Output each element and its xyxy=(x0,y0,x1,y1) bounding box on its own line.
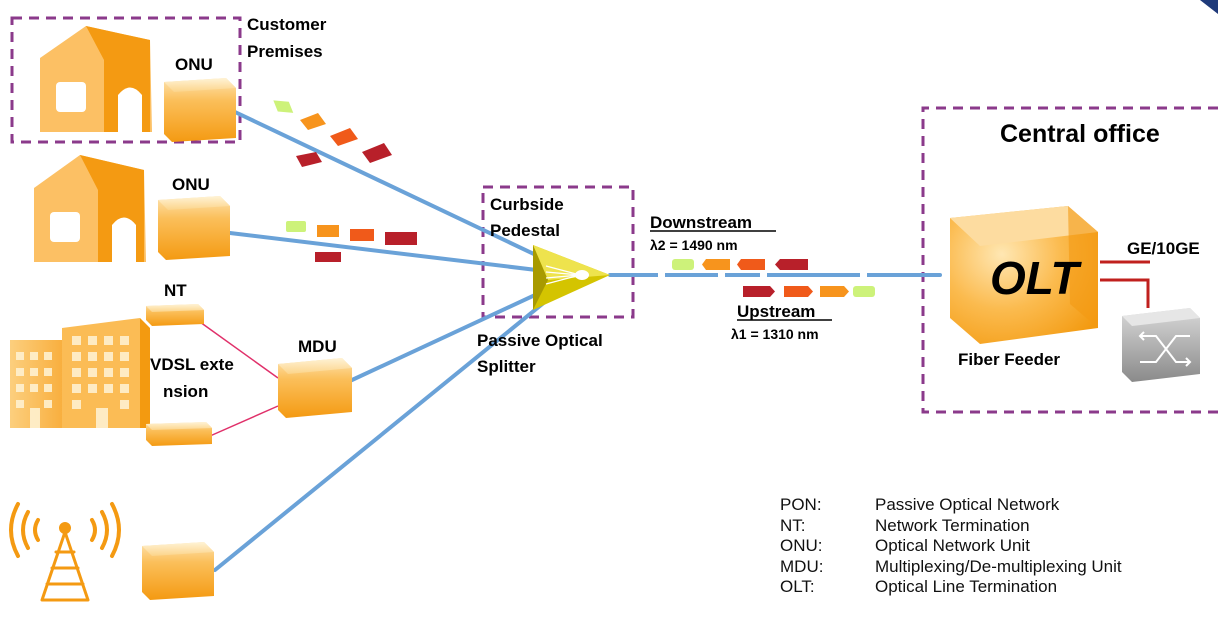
onu-device-icon xyxy=(142,542,214,600)
onu-label: ONU xyxy=(175,55,213,74)
house-icon xyxy=(34,155,146,262)
packet-orange xyxy=(300,113,326,130)
legend-desc: Multiplexing/De-multiplexing Unit xyxy=(875,556,1122,576)
packet-green xyxy=(273,100,294,113)
packet-red-orange xyxy=(737,259,765,270)
legend-abbr: NT: xyxy=(780,515,806,535)
house-icon xyxy=(40,26,152,132)
packet-red-orange xyxy=(350,229,374,241)
signal-packets-feeder xyxy=(672,259,875,297)
switch-icon xyxy=(1122,308,1200,382)
corner-mark-icon xyxy=(1200,0,1218,14)
customer-premises-label: Customer xyxy=(247,15,327,34)
curbside-pedestal-box xyxy=(481,185,635,319)
curbside-pedestal-label: Pedestal xyxy=(490,221,560,240)
nt-device-icon xyxy=(146,422,212,446)
cell-tower-icon xyxy=(9,502,121,602)
customer-premises-label: Premises xyxy=(247,42,323,61)
upstream-wavelength-label: λ1 = 1310 nm xyxy=(731,326,819,342)
packet-green-up xyxy=(853,286,875,297)
packet-upstream-red xyxy=(315,252,341,262)
fiber-links xyxy=(213,110,942,572)
legend-abbr: PON: xyxy=(780,495,822,514)
downstream-wavelength-label: λ2 = 1490 nm xyxy=(650,237,738,253)
customer-premises-box xyxy=(10,16,242,144)
packet-red-orange-up xyxy=(784,286,813,297)
packet-orange xyxy=(317,225,339,237)
legend-row: NT: Network Termination xyxy=(780,516,1122,537)
splitter-label: Passive Optical xyxy=(477,331,603,350)
central-office-label: Central office xyxy=(1000,120,1160,148)
packet-dark-red-up xyxy=(743,286,775,297)
packet-green xyxy=(286,221,306,232)
nt-device-icon xyxy=(146,304,204,326)
packet-orange xyxy=(702,259,730,270)
uplink-lines xyxy=(1100,260,1150,308)
fiber-cell-site xyxy=(213,273,580,572)
legend: PON: Passive Optical Network NT: Network T… xyxy=(780,495,1122,598)
mdu-label: MDU xyxy=(298,337,337,356)
mdu-device-icon xyxy=(278,358,352,418)
splitter-label: Splitter xyxy=(477,357,536,376)
legend-desc: Passive Optical Network xyxy=(875,495,1060,514)
onu-device-icon xyxy=(164,78,236,142)
downstream-label: Downstream xyxy=(650,213,752,232)
legend-row: OLT: Optical Line Termination xyxy=(780,577,1122,598)
packet-dark-red xyxy=(775,259,808,270)
uplink-label: GE/10GE xyxy=(1127,239,1200,258)
packet-orange-up xyxy=(820,286,849,297)
legend-row: ONU: Optical Network Unit xyxy=(780,536,1122,557)
onu-device-icon xyxy=(158,196,230,260)
nt-label: NT xyxy=(164,281,187,300)
legend-abbr: ONU: xyxy=(780,536,823,555)
legend-row: PON: Passive Optical Network xyxy=(780,495,1122,516)
packet-dark-red xyxy=(362,143,392,163)
packet-red-orange xyxy=(330,128,358,146)
upstream-label: Upstream xyxy=(737,302,815,321)
splitter-icon xyxy=(533,245,610,310)
legend-abbr: MDU: xyxy=(780,556,824,576)
fiber-onu1 xyxy=(233,110,580,277)
packet-upstream-red xyxy=(296,152,322,167)
olt-device-icon xyxy=(950,206,1098,344)
vdsl-extension-label: VDSL exte xyxy=(150,355,234,374)
signal-packets-branch1 xyxy=(273,100,392,167)
legend-desc: Network Termination xyxy=(875,515,1030,535)
onu-label: ONU xyxy=(172,175,210,194)
legend-desc: Optical Network Unit xyxy=(875,536,1030,555)
legend-row: MDU: Multiplexing/De-multiplexing Unit xyxy=(780,557,1122,578)
fiber-feeder-label: Fiber Feeder xyxy=(958,350,1060,369)
signal-packets-branch2 xyxy=(286,221,417,262)
vdsl-extension-label: nsion xyxy=(163,382,208,401)
olt-label: OLT xyxy=(990,252,1082,304)
feeder-gaps xyxy=(658,271,867,279)
central-office-box xyxy=(921,106,1218,414)
legend-abbr: OLT: xyxy=(780,577,815,596)
curbside-pedestal-label: Curbside xyxy=(490,195,564,214)
packet-green xyxy=(672,259,694,270)
fiber-onu2 xyxy=(228,231,580,277)
building-icon xyxy=(10,318,150,428)
legend-desc: Optical Line Termination xyxy=(875,577,1058,596)
copper-pairs xyxy=(199,321,279,437)
packet-dark-red xyxy=(385,232,417,245)
